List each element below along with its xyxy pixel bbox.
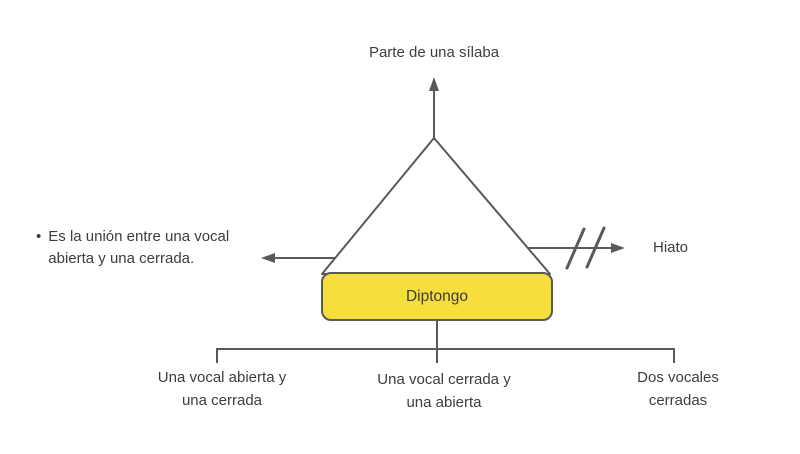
up-arrowhead-icon [429,77,439,91]
hiato-arrow [528,226,625,270]
branch-label-dos-cerradas: Dos vocales cerradas [637,369,719,409]
branch-connector [216,320,675,363]
left-note-text: Es la unión entre una vocal abierta y un… [48,228,230,267]
diptongo-box-label: Diptongo [405,287,469,305]
bullet-icon: • [36,228,42,245]
hiato-label: Hiato [653,239,689,256]
left-arrow [261,253,335,263]
diptongo-box [321,272,553,321]
left-note: • Es la unión entre una vocal abierta y … [36,226,286,270]
top-label: Parte de una sílaba [368,44,500,61]
up-arrow [429,77,439,138]
branch-label-cerrada-abierta: Una vocal cerrada y una abierta [377,371,511,411]
triangle-shape [321,137,551,275]
right-arrowhead-icon [611,243,625,253]
break-slashes-icon [565,226,606,270]
branch-label-abierta-cerrada: Una vocal abierta y una cerrada [157,369,287,409]
left-arrowhead-icon [261,253,275,263]
